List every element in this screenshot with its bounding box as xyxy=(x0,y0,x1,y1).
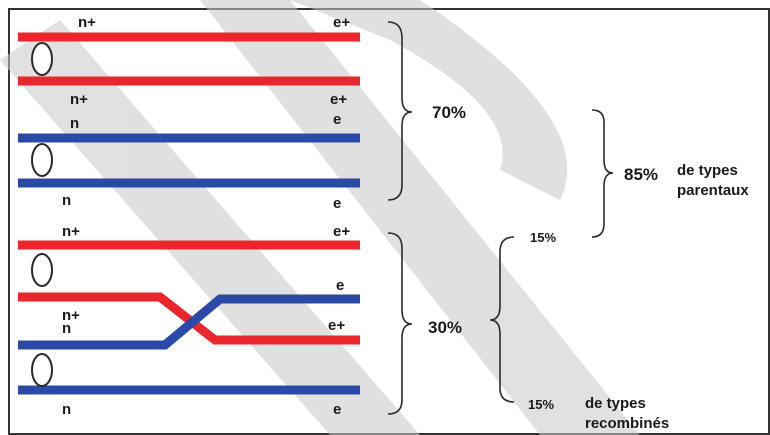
allele-label: e+ xyxy=(333,223,350,240)
allele-label: n+ xyxy=(62,223,80,240)
allele-label: e xyxy=(333,195,341,212)
percent-total-parental: 85% xyxy=(624,165,658,184)
allele-label: e+ xyxy=(328,317,345,334)
centromere-icon xyxy=(31,42,53,76)
caption-parental-line1: de types xyxy=(677,162,738,179)
percent-parental: 70% xyxy=(432,103,466,122)
brace-parental xyxy=(387,21,413,201)
percent-recombination: 30% xyxy=(428,318,462,337)
watermark xyxy=(0,0,640,435)
allele-label: n+ xyxy=(62,307,80,324)
allele-label: e+ xyxy=(333,14,350,31)
allele-label: e+ xyxy=(330,91,347,108)
allele-label: n+ xyxy=(70,91,88,108)
percent-sub-bottom: 15% xyxy=(528,397,554,412)
allele-label: e xyxy=(333,111,341,128)
chromosome-recombinant-blue xyxy=(18,294,360,350)
allele-label: n+ xyxy=(78,14,96,31)
chromosome-recombinant-red xyxy=(18,292,360,345)
centromere-icon xyxy=(31,143,53,177)
allele-label: e xyxy=(336,277,344,294)
centromere-icon xyxy=(31,253,53,287)
brace-split xyxy=(489,236,515,403)
allele-label: n xyxy=(62,401,71,418)
caption-recombined-line1: de types xyxy=(585,395,646,412)
allele-label: e xyxy=(333,401,341,418)
caption-parental-line2: parentaux xyxy=(677,182,749,199)
allele-label: n xyxy=(70,115,79,132)
allele-label: n xyxy=(62,192,71,209)
caption-recombined-line2: recombinés xyxy=(585,415,669,432)
brace-total-parental xyxy=(591,109,614,238)
percent-sub-top: 15% xyxy=(530,230,556,245)
brace-recombination xyxy=(387,232,413,415)
centromere-icon xyxy=(31,353,53,387)
allele-label: n xyxy=(62,320,71,337)
